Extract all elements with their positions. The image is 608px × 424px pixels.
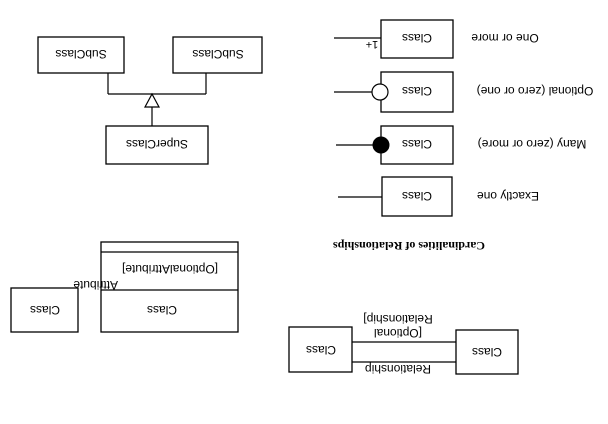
superclass-box (105, 125, 209, 165)
cardinality-class-box (381, 176, 453, 217)
subclass-label: SubClass (192, 47, 243, 61)
optional-hollow-circle-icon (371, 83, 389, 101)
cardinality-description: One or more (471, 31, 539, 45)
subclass-left-box (37, 36, 125, 74)
association-group: Class Class Relationship [Optional Relat… (288, 312, 519, 376)
standalone-class-label: Class (30, 303, 60, 317)
class-with-compartments: Class Attribute [OptionalAttribute] (73, 241, 239, 333)
association-right-class-label: Class (306, 343, 336, 357)
cardinality-class-box (380, 19, 454, 59)
compartment-attribute: Attribute (73, 278, 118, 292)
inheritance-tree: SuperClass SubClass SubClass (37, 36, 263, 165)
standalone-class-box (10, 287, 79, 333)
cardinality-row-one-or-more: Class 1+ One or more (334, 19, 539, 59)
subclass-label: SubClass (55, 47, 106, 61)
association-left-class-box (455, 329, 519, 375)
subclass-right-box (172, 36, 263, 74)
compartment-class-frame (100, 241, 239, 333)
many-filled-dot-icon (372, 136, 390, 154)
cardinality-class-box (380, 125, 454, 165)
cardinality-row-exactly-one: Class Exactly one (338, 176, 539, 217)
association-label-optional-line2: Relationship] (363, 312, 432, 326)
association-right-class-box (288, 326, 353, 373)
cardinality-class-label: Class (402, 31, 432, 45)
cardinality-description: Optional (zero or one) (477, 84, 594, 98)
cardinality-description: Many (zero or more) (478, 137, 587, 151)
cardinality-class-label: Class (402, 84, 432, 98)
cardinality-row-optional: Class Optional (zero or one) (334, 71, 594, 113)
cardinality-marker-text: 1+ (366, 38, 379, 50)
generalization-triangle-icon (143, 92, 161, 108)
compartment-class-name: Class (147, 303, 177, 317)
uml-notation-diagram: Class Class Relationship [Optional Relat… (10, 19, 594, 376)
compartment-optional-attribute: [OptionalAttribute] (122, 262, 218, 276)
association-left-class-label: Class (472, 345, 502, 359)
standalone-class: Class (10, 287, 79, 333)
cardinalities-caption: Cardinalities of Relationships (333, 239, 485, 253)
cardinality-description: Exactly one (477, 189, 539, 203)
cardinality-class-label: Class (402, 189, 432, 203)
association-label-relationship: Relationship (365, 362, 431, 376)
cardinality-class-label: Class (402, 137, 432, 151)
cardinality-row-many: Class Many (zero or more) (336, 125, 587, 165)
association-label-optional-line1: [Optional (374, 326, 422, 340)
superclass-label: SuperClass (126, 137, 188, 151)
